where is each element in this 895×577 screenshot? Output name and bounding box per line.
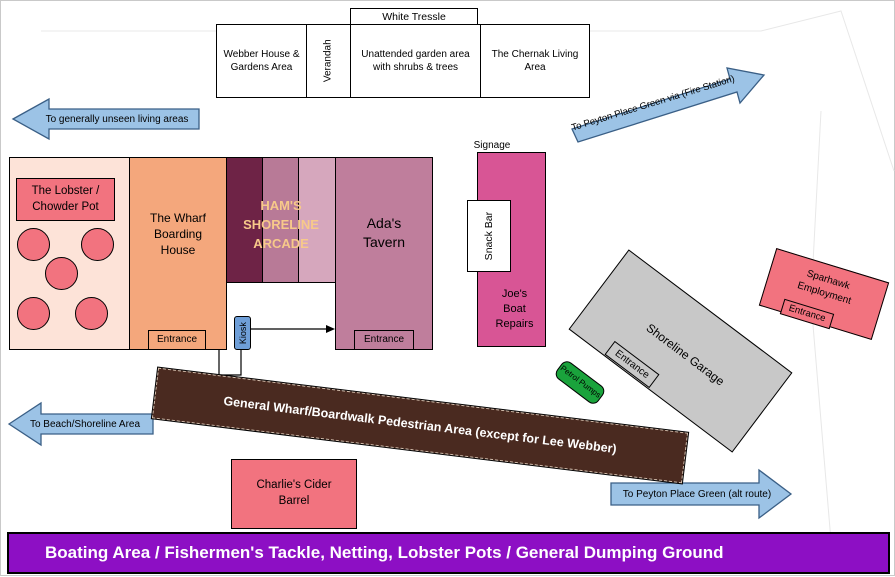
- adas-tavern: Ada's Tavern: [335, 157, 433, 350]
- arrow-unseen-living: [11, 97, 200, 141]
- table-circle: [17, 228, 50, 261]
- chernak-label: The Chernak Living Area: [491, 48, 579, 74]
- wharf-boarding-house: The Wharf Boarding House: [129, 157, 227, 350]
- arrow-beach-label: To Beach/Shoreline Area: [29, 418, 141, 430]
- charlies-cider-barrel: Charlie's Cider Barrel: [231, 459, 357, 529]
- snack-bar: Snack Bar: [467, 200, 511, 272]
- table-circle: [75, 297, 108, 330]
- wharf-entrance[interactable]: Entrance: [148, 330, 206, 350]
- cider-barrel-label: Charlie's Cider Barrel: [256, 479, 332, 507]
- arrow-peyton-alt-label: To Peyton Place Green (alt route): [622, 488, 772, 500]
- arcade-label: HAM'S SHORELINE ARCADE: [243, 198, 319, 251]
- table-circle: [81, 228, 114, 261]
- kiosk[interactable]: Kiosk: [234, 316, 251, 350]
- unattended-garden-area: Unattended garden area with shrubs & tre…: [350, 24, 481, 98]
- banner-label: Boating Area / Fishermen's Tackle, Netti…: [45, 542, 724, 562]
- arcade-section-mid: [262, 157, 299, 283]
- wharf-entrance-label: Entrance: [156, 334, 198, 346]
- snack-bar-label: Snack Bar: [482, 211, 495, 261]
- lobster-chowder-pot: The Lobster / Chowder Pot: [16, 178, 115, 221]
- boating-area-banner: Boating Area / Fishermen's Tackle, Netti…: [7, 532, 890, 574]
- kiosk-path-line: [218, 349, 242, 376]
- arcade-section-light: [298, 157, 336, 283]
- kiosk-label: Kiosk: [237, 321, 248, 344]
- webber-house-label: Webber House & Gardens Area: [223, 48, 300, 74]
- white-tressle: White Tressle: [350, 8, 478, 26]
- chernak-living-area: The Chernak Living Area: [480, 24, 590, 98]
- verandah-label: Verandah: [322, 39, 334, 83]
- lobster-label: The Lobster / Chowder Pot: [31, 184, 100, 213]
- table-circle: [45, 257, 78, 290]
- boat-repairs-label: Joe's Boat Repairs: [495, 288, 534, 330]
- tavern-entrance-label: Entrance: [363, 334, 405, 346]
- signage-label: Signage: [473, 140, 511, 151]
- tavern-entrance[interactable]: Entrance: [354, 330, 414, 350]
- table-circle: [17, 297, 50, 330]
- tavern-label: Ada's Tavern: [362, 215, 406, 250]
- arrow-unseen-living-label: To generally unseen living areas: [45, 113, 189, 125]
- verandah: Verandah: [306, 24, 351, 98]
- wharf-house-label: The Wharf Boarding House: [149, 211, 206, 258]
- garden-area-label: Unattended garden area with shrubs & tre…: [361, 48, 470, 74]
- arrow-peyton-alt: [610, 468, 793, 520]
- arrow-peyton-fire: [571, 67, 766, 143]
- webber-house-gardens: Webber House & Gardens Area: [216, 24, 307, 98]
- white-tressle-label: White Tressle: [382, 10, 446, 23]
- arcade-section-dark: [226, 157, 263, 283]
- arrow-beach-shoreline: [7, 401, 154, 447]
